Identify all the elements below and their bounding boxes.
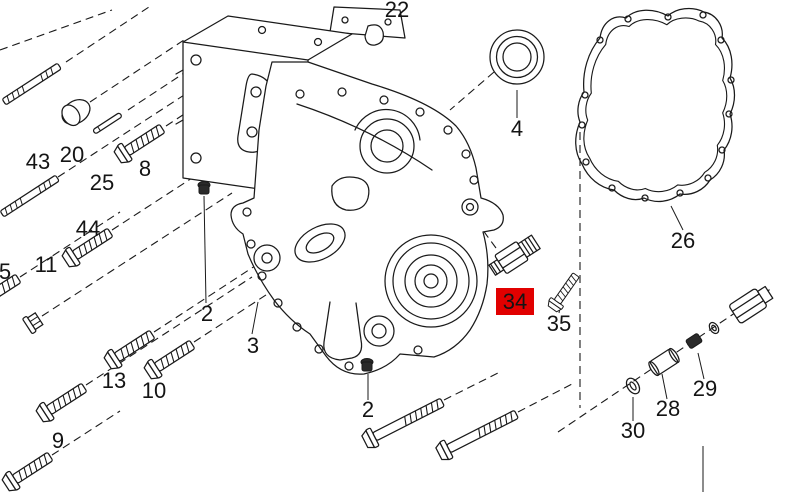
o-ring-30 bbox=[625, 377, 641, 395]
crankshaft-boss bbox=[384, 234, 478, 328]
part-number-text: 22 bbox=[385, 0, 409, 22]
part-number-text: 8 bbox=[139, 156, 151, 181]
oil-seal-4 bbox=[489, 29, 545, 85]
part-number-text: 44 bbox=[76, 216, 100, 241]
part-label-2a[interactable]: 2 bbox=[201, 301, 213, 326]
part-label-28[interactable]: 28 bbox=[656, 396, 680, 421]
part-label-9[interactable]: 9 bbox=[52, 428, 64, 453]
side-oval-port bbox=[294, 223, 346, 263]
plug-2a bbox=[197, 181, 211, 195]
part-number-text: 4 bbox=[511, 116, 523, 141]
part-label-8[interactable]: 8 bbox=[139, 156, 151, 181]
part-number-text: 26 bbox=[671, 228, 695, 253]
kidney-port bbox=[331, 176, 370, 211]
highlight-box bbox=[496, 288, 534, 315]
part-number-text: 2 bbox=[362, 397, 374, 422]
part-number-text: 35 bbox=[547, 311, 571, 336]
part-number-text: 10 bbox=[142, 378, 166, 403]
part-number-text: 28 bbox=[656, 396, 680, 421]
part-number-text: 9 bbox=[52, 428, 64, 453]
part-number-text: 13 bbox=[102, 368, 126, 393]
engine-timing-cover bbox=[230, 61, 504, 375]
clip-22 bbox=[364, 24, 384, 46]
part-label-13[interactable]: 13 bbox=[102, 368, 126, 393]
part-number-text: 34 bbox=[503, 289, 527, 314]
part-label-35[interactable]: 35 bbox=[547, 311, 571, 336]
plug-chain bbox=[625, 285, 774, 395]
part-label-34[interactable]: 34 bbox=[496, 288, 534, 315]
bolt-10 bbox=[141, 335, 199, 383]
part-label-44[interactable]: 44 bbox=[76, 216, 100, 241]
part-number-text: 30 bbox=[621, 418, 645, 443]
part-number-text: 20 bbox=[60, 142, 84, 167]
bottom-tube bbox=[323, 301, 363, 361]
part-number-text: 2 bbox=[201, 301, 213, 326]
flange-nut bbox=[21, 310, 45, 335]
stud-43 bbox=[1, 62, 62, 106]
part-label-26[interactable]: 26 bbox=[671, 228, 695, 253]
pin-29a bbox=[685, 333, 703, 349]
part-label-10[interactable]: 10 bbox=[142, 378, 166, 403]
bolt-lower-right bbox=[433, 404, 522, 464]
gasket-holes bbox=[578, 11, 735, 202]
plug-2b bbox=[360, 358, 374, 372]
part-label-11[interactable]: 11 bbox=[35, 252, 58, 277]
bolt-9 bbox=[33, 378, 91, 426]
hex-plug bbox=[729, 285, 774, 324]
bolt-35 bbox=[545, 270, 583, 314]
fasteners bbox=[0, 62, 583, 492]
pin-25 bbox=[92, 111, 123, 135]
washer-29b bbox=[708, 321, 720, 335]
part-label-43[interactable]: 43 bbox=[26, 149, 50, 174]
part-label-4[interactable]: 4 bbox=[511, 116, 523, 141]
cup-plug-20 bbox=[61, 99, 91, 127]
part-label-5[interactable]: 5 bbox=[0, 259, 11, 284]
part-number-text: 3 bbox=[247, 333, 259, 358]
part-label-22[interactable]: 22 bbox=[385, 0, 409, 22]
upper-opening bbox=[354, 108, 421, 174]
part-label-25[interactable]: 25 bbox=[90, 170, 114, 195]
part-label-2b[interactable]: 2 bbox=[362, 397, 374, 422]
bolt-bottom-left bbox=[0, 447, 57, 492]
part-label-20[interactable]: 20 bbox=[60, 142, 84, 167]
part-number-text: 29 bbox=[693, 376, 717, 401]
spring-pin-28 bbox=[648, 347, 680, 377]
part-number-text: 5 bbox=[0, 259, 11, 284]
gasket-26 bbox=[575, 7, 736, 203]
part-label-3[interactable]: 3 bbox=[247, 333, 259, 358]
part-label-29[interactable]: 29 bbox=[693, 376, 717, 401]
part-label-30[interactable]: 30 bbox=[621, 418, 645, 443]
part-number-text: 11 bbox=[35, 252, 58, 277]
oil-pressure-switch-34 bbox=[488, 234, 541, 276]
part-number-text: 43 bbox=[26, 149, 50, 174]
cover-bolt-holes bbox=[242, 87, 479, 371]
part-number-text: 25 bbox=[90, 170, 114, 195]
stud-44 bbox=[0, 174, 60, 218]
